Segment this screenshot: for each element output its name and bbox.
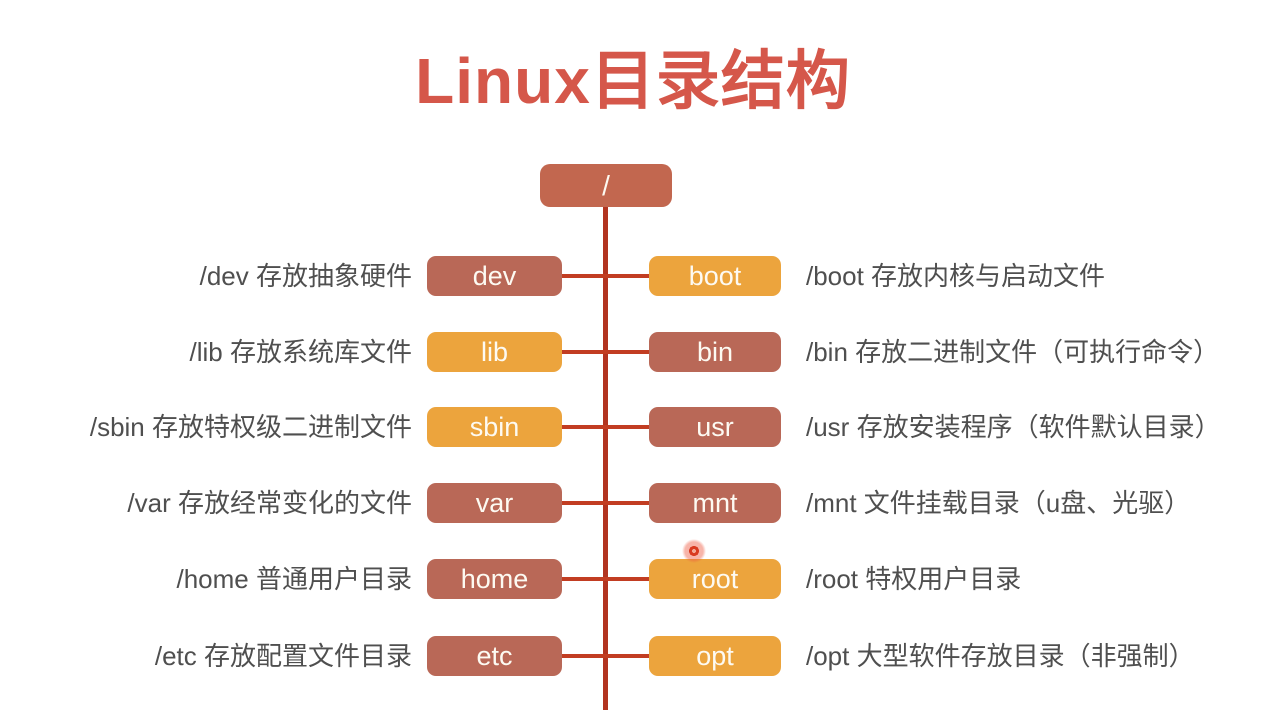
node-home: home xyxy=(427,559,562,599)
node-root-dir: root xyxy=(649,559,781,599)
desc-etc: /etc 存放配置文件目录 xyxy=(154,641,412,671)
node-etc-label: etc xyxy=(476,640,513,671)
node-bin: bin xyxy=(649,332,781,372)
node-root-dir-label: root xyxy=(691,563,739,594)
node-sbin: sbin xyxy=(427,407,562,447)
desc-usr: /usr 存放安装程序（软件默认目录） xyxy=(806,412,1221,442)
branch-connector-row4 xyxy=(558,501,654,505)
node-var: var xyxy=(427,483,562,523)
desc-mnt: /mnt 文件挂载目录（u盘、光驱） xyxy=(806,488,1191,518)
node-dev: dev xyxy=(427,256,562,296)
node-boot-label: boot xyxy=(688,260,742,291)
branch-connector-row6 xyxy=(558,654,654,658)
node-root-slash: / xyxy=(540,164,672,207)
node-mnt: mnt xyxy=(649,483,781,523)
branch-connector-row3 xyxy=(558,425,654,429)
desc-root: /root 特权用户目录 xyxy=(806,564,1022,594)
node-var-label: var xyxy=(475,487,514,518)
branch-connector-row1 xyxy=(558,274,654,278)
desc-var: /var 存放经常变化的文件 xyxy=(127,488,412,518)
desc-lib: /lib 存放系统库文件 xyxy=(189,337,412,367)
node-lib: lib xyxy=(427,332,562,372)
diagram-title: Linux目录结构 xyxy=(415,45,851,117)
desc-dev: /dev 存放抽象硬件 xyxy=(199,261,412,291)
node-lib-label: lib xyxy=(480,336,508,367)
branch-connector-row5 xyxy=(558,577,654,581)
node-opt: opt xyxy=(649,636,781,676)
desc-sbin: /sbin 存放特权级二进制文件 xyxy=(89,412,412,442)
node-dev-label: dev xyxy=(472,260,517,291)
node-opt-label: opt xyxy=(696,640,734,671)
node-usr: usr xyxy=(649,407,781,447)
node-usr-label: usr xyxy=(696,411,734,442)
tree-trunk-line xyxy=(603,205,608,710)
desc-opt: /opt 大型软件存放目录（非强制） xyxy=(806,641,1195,671)
node-boot: boot xyxy=(649,256,781,296)
node-home-label: home xyxy=(460,563,529,594)
node-bin-label: bin xyxy=(696,336,734,367)
branch-connector-row2 xyxy=(558,350,654,354)
desc-bin: /bin 存放二进制文件（可执行命令） xyxy=(806,337,1220,367)
node-mnt-label: mnt xyxy=(692,487,738,518)
desc-boot: /boot 存放内核与启动文件 xyxy=(806,261,1106,291)
node-root-slash-label: / xyxy=(602,169,610,201)
node-sbin-label: sbin xyxy=(469,411,520,442)
node-etc: etc xyxy=(427,636,562,676)
desc-home: /home 普通用户目录 xyxy=(176,564,413,594)
